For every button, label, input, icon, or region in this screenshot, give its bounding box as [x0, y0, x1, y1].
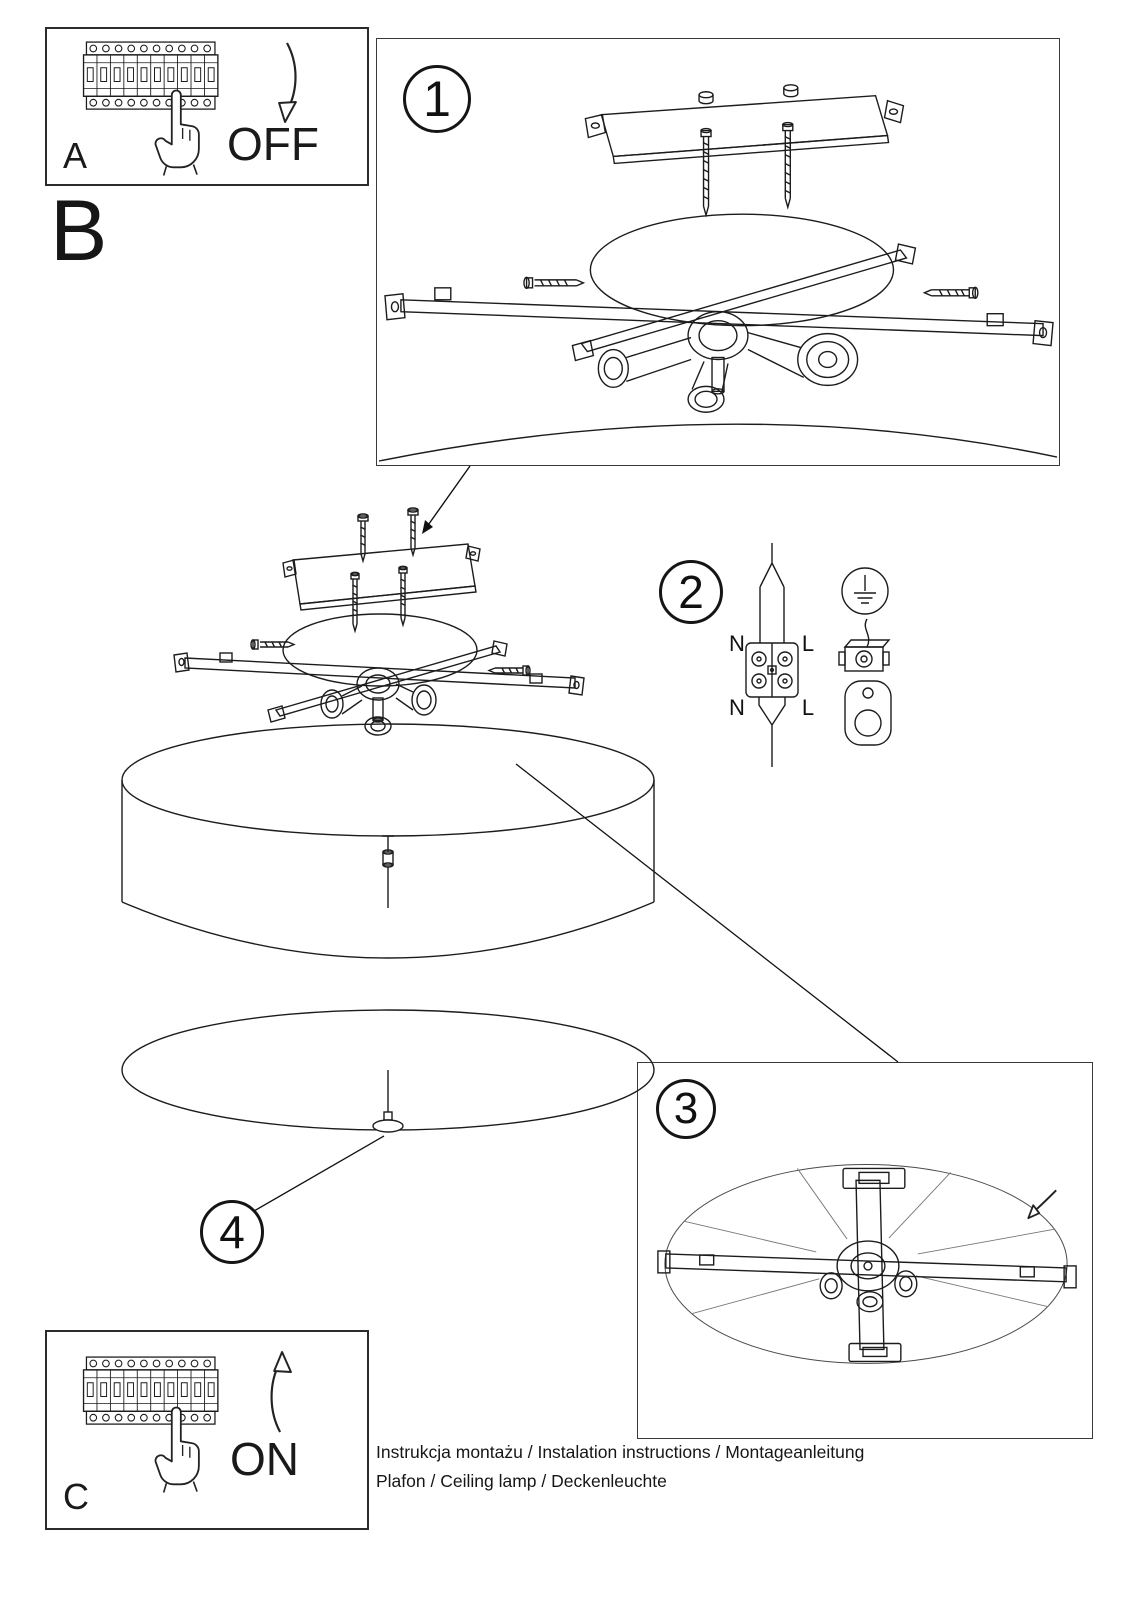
step-c-box: ON C	[45, 1330, 369, 1530]
step-2-digit: 2	[678, 566, 704, 618]
panel-a-label: A	[63, 135, 88, 176]
step-4-digit: 4	[219, 1206, 245, 1258]
off-arrowhead-icon	[278, 101, 297, 123]
wire-n-bottom-label: N	[729, 695, 745, 720]
cable-clamp-icon	[844, 680, 892, 746]
footer-line-2: Plafon / Ceiling lamp / Deckenleuchte	[376, 1471, 667, 1491]
on-arrow-icon	[270, 1361, 282, 1433]
bracket-assembly-drawing	[173, 507, 585, 736]
terminal-connector-icon	[838, 639, 891, 672]
pointing-hand-icon	[154, 89, 200, 177]
wire-l-bottom-label: L	[802, 695, 814, 720]
footer-line-1: Instrukcja montażu / Instalation instruc…	[376, 1442, 865, 1462]
step-3-box: 3	[637, 1062, 1093, 1439]
rotate-arrowhead-icon	[1027, 1204, 1041, 1220]
on-arrowhead-icon	[273, 1351, 292, 1373]
step-3-number: 3	[656, 1079, 716, 1139]
breaker-panel-icon	[82, 1356, 219, 1425]
rotate-arrow-icon	[1033, 1189, 1057, 1212]
step-1-box: 1	[376, 38, 1060, 466]
step-2-number: 2	[659, 560, 723, 624]
panel-c-label: C	[63, 1476, 89, 1517]
off-arrow-icon	[286, 42, 297, 112]
on-label: ON	[230, 1433, 299, 1485]
breaker-off-illustration	[82, 41, 297, 177]
wire-n-top-label: N	[729, 631, 745, 656]
breaker-panel-icon	[82, 41, 219, 110]
earth-symbol-icon	[841, 567, 889, 615]
wiring-diagram: N L N L	[729, 543, 892, 767]
finial-icon	[372, 1119, 404, 1133]
section-b-label: B	[50, 183, 108, 279]
diffuser-drawing	[121, 1009, 655, 1133]
step-3-digit: 3	[673, 1084, 699, 1133]
footer: Instrukcja montażu / Instalation instruc…	[376, 1438, 1096, 1496]
step-1-digit: 1	[423, 71, 451, 127]
drum-shade-drawing	[121, 723, 655, 959]
step-a-box: OFF A	[45, 27, 369, 186]
step-1-number: 1	[403, 65, 471, 133]
breaker-on-illustration	[82, 1351, 292, 1494]
off-label: OFF	[227, 118, 319, 170]
wire-l-top-label: L	[802, 631, 814, 656]
bracket-exploded-drawing	[378, 84, 1058, 462]
shade-bottom-view-drawing	[657, 1163, 1077, 1364]
step-4-number: 4	[200, 1200, 264, 1264]
